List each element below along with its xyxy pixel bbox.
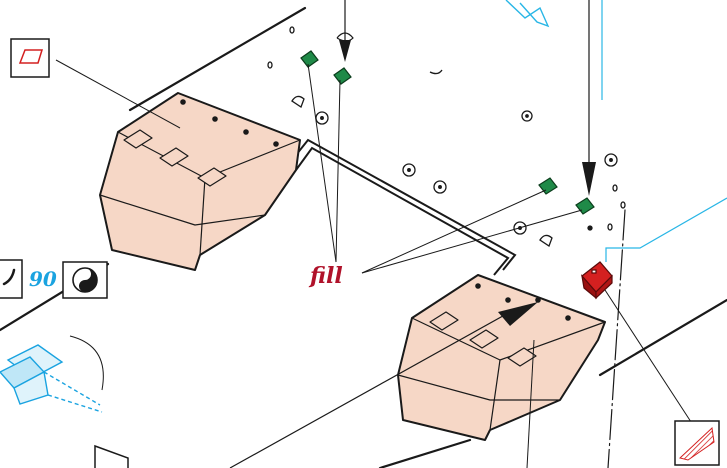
right-hinges bbox=[429, 311, 537, 367]
green-tab-1 bbox=[300, 50, 319, 68]
fill-label: fill bbox=[308, 263, 343, 289]
hatched-surface-icon bbox=[674, 420, 720, 466]
fill-leaders bbox=[307, 63, 583, 274]
left-fairing bbox=[99, 92, 301, 271]
green-tab-2 bbox=[333, 67, 352, 85]
green-tabs bbox=[300, 50, 595, 215]
plate-hinge-line bbox=[607, 209, 626, 468]
panel-holes bbox=[267, 26, 626, 247]
left-hinge-1 bbox=[123, 129, 227, 187]
surface-outline-icon bbox=[10, 38, 50, 78]
plate-right-edge bbox=[598, 298, 727, 377]
hinge-inset-detail bbox=[0, 335, 104, 413]
plate-bottom-edge bbox=[378, 438, 472, 468]
green-tab-4 bbox=[575, 197, 595, 215]
rotation-angle-label: 90 bbox=[29, 267, 57, 291]
callout-leaders bbox=[55, 59, 694, 468]
right-fairing bbox=[397, 274, 606, 441]
connecting-channel bbox=[295, 138, 517, 276]
red-part bbox=[581, 261, 613, 300]
direction-arrows bbox=[229, 0, 596, 468]
rotation-instruction bbox=[0, 259, 108, 299]
guide-lines bbox=[505, 0, 727, 262]
plate-upper-edge bbox=[128, 6, 307, 112]
bottom-box bbox=[94, 444, 129, 468]
